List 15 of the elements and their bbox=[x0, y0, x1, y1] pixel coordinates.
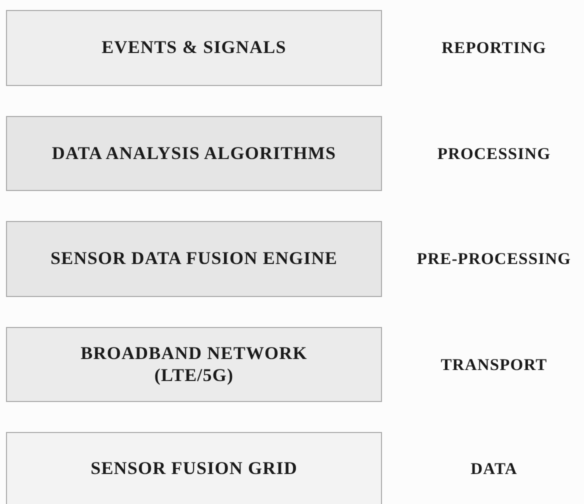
layer-title: DATA ANALYSIS ALGORITHMS bbox=[52, 142, 336, 164]
layer-title: SENSOR DATA FUSION ENGINE bbox=[50, 248, 338, 270]
layer-label: DATA bbox=[470, 459, 518, 479]
layer-label: TRANSPORT bbox=[440, 354, 548, 374]
layer-box bbox=[6, 327, 382, 402]
layer-box bbox=[6, 10, 382, 86]
layer-title: BROADBAND NETWORK (LTE/5G) bbox=[80, 342, 308, 386]
layer-box bbox=[6, 432, 382, 504]
layer-label: REPORTING bbox=[442, 38, 546, 58]
layer-box bbox=[6, 221, 382, 297]
layer-title: SENSOR FUSION GRID bbox=[90, 458, 298, 480]
layer-box bbox=[6, 116, 382, 191]
layer-title: EVENTS & SIGNALS bbox=[102, 37, 286, 59]
layer-label: PROCESSING bbox=[437, 144, 551, 164]
layer-label: PRE-PROCESSING bbox=[416, 249, 572, 269]
